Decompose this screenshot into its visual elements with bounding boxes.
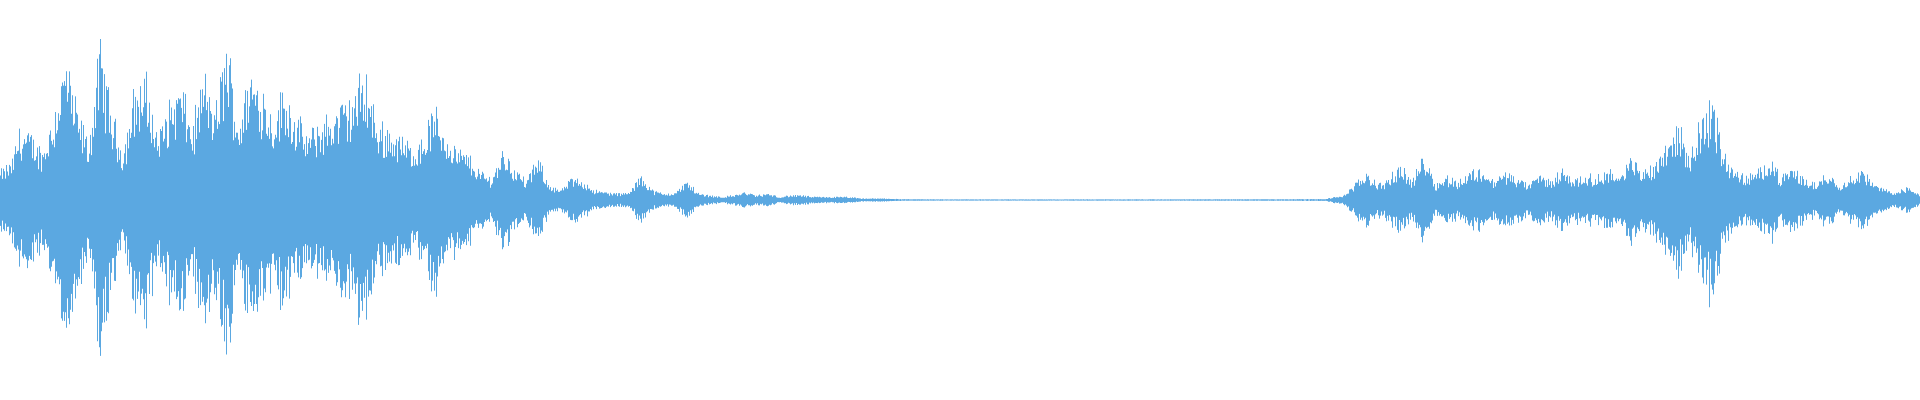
waveform-shape — [0, 39, 1920, 356]
